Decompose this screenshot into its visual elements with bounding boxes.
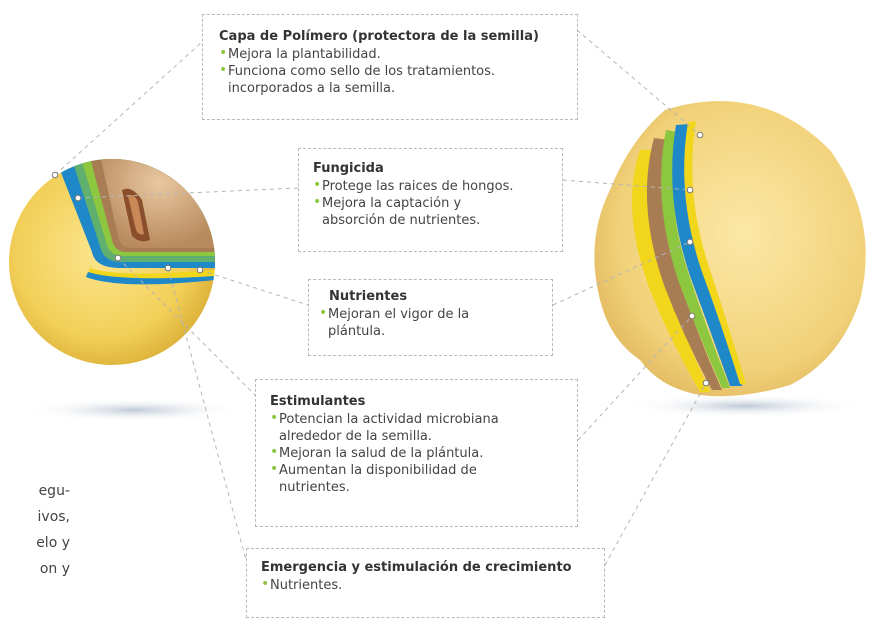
fungicide-box: Fungicida •Protege las raices de hongos.… [298,148,563,252]
paragraph-line-4: on y [39,561,70,577]
bullet-icon: • [313,194,322,210]
stimulants-item-1-continuation: alrededor de la semilla. [279,429,433,444]
right-seed-shadow [625,394,865,418]
bullet-icon: • [270,461,279,477]
stimulants-title: Estimulantes [270,394,366,409]
polymer-item-2: •Funciona como sello de los tratamientos… [219,63,567,97]
bullet-icon: • [319,305,328,321]
fungicide-title: Fungicida [313,161,384,176]
right-seed [594,101,866,397]
polymer-layer-box: Capa de Polímero (protectora de la semil… [202,14,578,120]
polymer-item-2-continuation: incorporados a la semilla. [228,81,396,96]
bullet-icon: • [219,45,228,61]
polymer-layer-title: Capa de Polímero (protectora de la semil… [219,29,539,44]
paragraph-line-1: egu- [38,483,70,499]
polymer-layer-list: •Mejora la plantabilidad. •Funciona como… [219,46,567,97]
connector-lines [54,29,707,566]
left-seed [9,159,215,365]
stimulants-item-2: •Mejoran la salud de la plántula. [270,444,484,462]
partial-paragraph: egu- ivos, elo y on y [0,478,70,582]
polymer-item-1: •Mejora la plantabilidad. [219,45,381,63]
emergence-box: Emergencia y estimulación de crecimiento… [246,548,605,618]
marker-dots [51,131,710,387]
stimulants-box: Estimulantes •Potencian la actividad mic… [255,379,578,527]
bullet-icon: • [219,62,228,78]
bullet-icon: • [313,177,322,193]
emergence-title: Emergencia y estimulación de crecimiento [261,560,572,575]
emergence-list: •Nutrientes. [261,577,594,594]
bullet-icon: • [261,576,270,592]
fungicide-item-1: •Protege las raices de hongos. [313,177,514,195]
fungicide-list: •Protege las raices de hongos. •Mejora l… [313,178,552,229]
nutrients-item-1-continuation: plántula. [328,324,386,339]
paragraph-line-3: elo y [36,535,70,551]
nutrients-title: Nutrientes [329,289,408,304]
stimulants-item-3-continuation: nutrientes. [279,480,350,495]
bullet-icon: • [270,444,279,460]
left-seed-shadow [25,398,245,422]
fungicide-item-2-continuation: absorción de nutrientes. [322,213,481,228]
emergence-item-1: •Nutrientes. [261,576,343,594]
seed-illustration [9,29,866,566]
bullet-icon: • [270,410,279,426]
paragraph-line-2: ivos, [37,509,70,525]
